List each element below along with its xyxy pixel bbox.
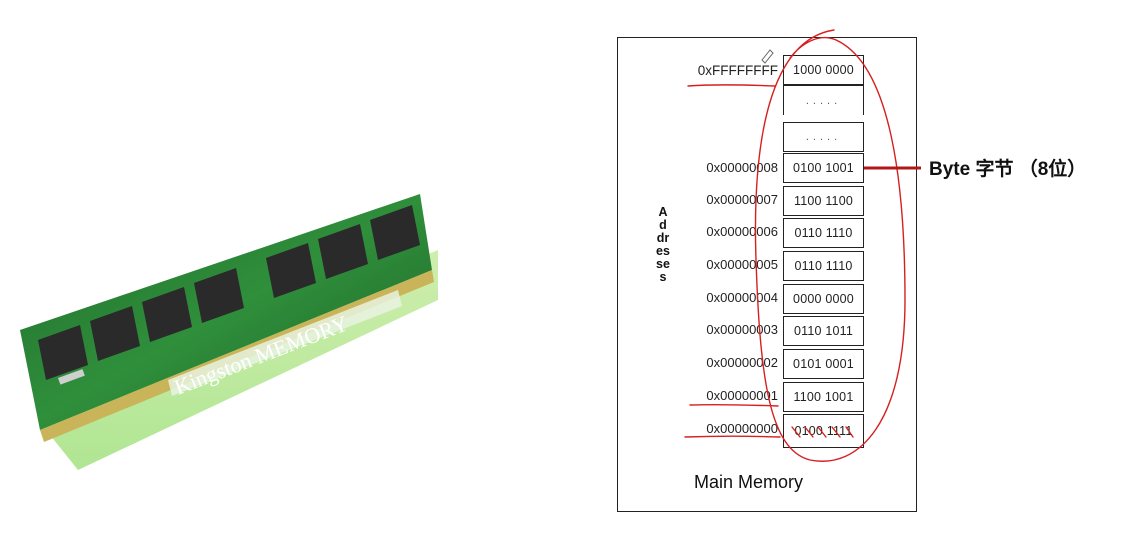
address-label: 0x00000004 <box>706 290 778 305</box>
memory-cell: 0110 1110 <box>783 218 864 248</box>
address-label: 0x00000005 <box>706 257 778 272</box>
memory-cell: 0110 1110 <box>783 251 864 281</box>
addresses-axis-label: Addresses <box>656 205 670 284</box>
address-label: 0x00000007 <box>706 192 778 207</box>
memory-cell-ellipsis-lower: ..... <box>783 122 864 152</box>
memory-cell-ellipsis-upper: ..... <box>783 85 864 115</box>
memory-cell: 0110 1011 <box>783 316 864 346</box>
memory-cell: 0000 0000 <box>783 284 864 314</box>
byte-annotation: Byte 字节 （8位） <box>929 159 1087 180</box>
memory-cell: 1100 1001 <box>783 382 864 412</box>
address-label: 0x00000000 <box>706 421 778 436</box>
address-label: 0x00000001 <box>706 388 778 403</box>
address-label: 0x00000008 <box>706 160 778 175</box>
address-label: 0x00000002 <box>706 355 778 370</box>
memory-cell-top: 1000 0000 <box>783 55 864 85</box>
memory-cell: 0100 1111 <box>783 414 864 448</box>
memory-cell: 0101 0001 <box>783 349 864 379</box>
address-label: 0x00000003 <box>706 322 778 337</box>
top-address-label: 0xFFFFFFFF <box>697 63 778 78</box>
address-label: 0x00000006 <box>706 224 778 239</box>
memory-cell: 0100 1001 <box>783 153 864 183</box>
memory-cell: 1100 1100 <box>783 186 864 216</box>
ram-module-image: Kingston MEMORY <box>20 194 438 470</box>
main-memory-caption: Main Memory <box>694 472 804 492</box>
